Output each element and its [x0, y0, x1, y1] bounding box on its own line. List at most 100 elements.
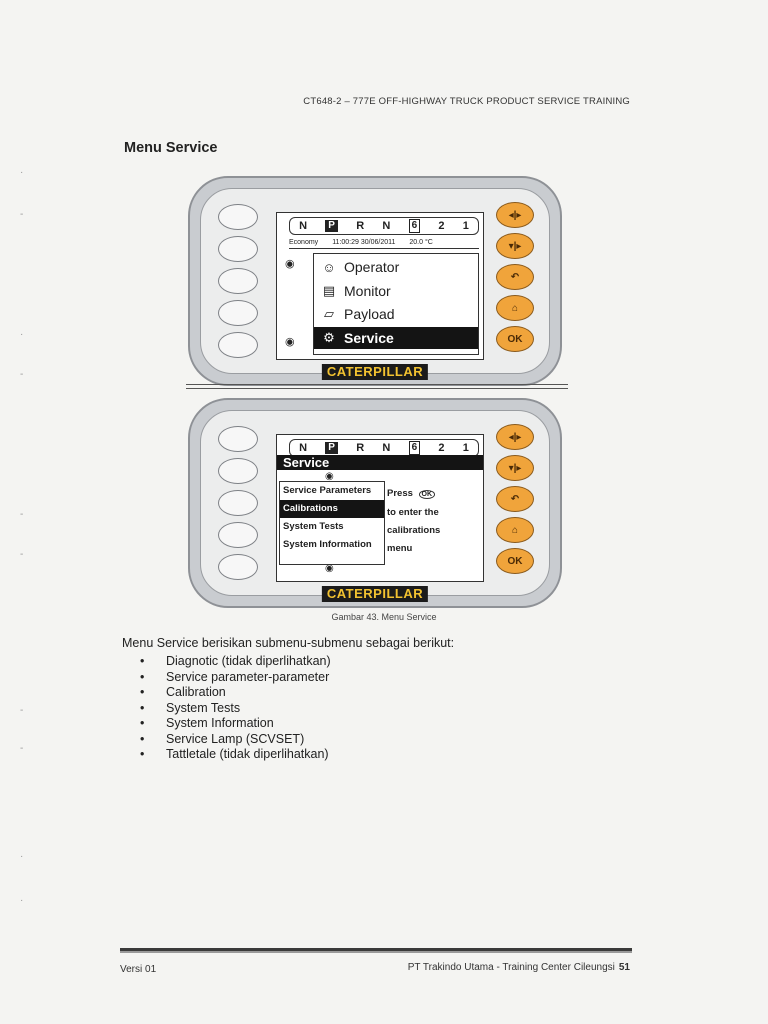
gear-n2: N: [382, 220, 391, 232]
hint-line: to enter the: [387, 507, 439, 518]
soft-button-1[interactable]: [218, 204, 258, 230]
menu-item-label: Service: [344, 330, 394, 346]
gear-1: 1: [462, 442, 469, 454]
left-soft-buttons: [218, 204, 258, 364]
figure-caption: Gambar 43. Menu Service: [331, 612, 437, 622]
hint-line: Press: [387, 488, 413, 499]
gear-r: R: [356, 442, 365, 454]
gear-6: 6: [408, 219, 421, 233]
page-header: CT648-2 – 777E OFF-HIGHWAY TRUCK PRODUCT…: [303, 96, 630, 107]
display-panel-service-menu: ◂|▸ ▾|▸ ↶ ⌂ OK N P R N 6 2 1 Service ◉ S…: [188, 398, 562, 608]
soft-button-2[interactable]: [218, 236, 258, 262]
monitor-icon: ▤: [322, 283, 336, 298]
temperature-label: 20.0 °C: [409, 239, 433, 246]
right-nav-buttons: ◂|▸ ▾|▸ ↶ ⌂ OK: [496, 202, 534, 357]
submenu-item-calibrations[interactable]: Calibrations: [280, 500, 384, 518]
page-number: 51: [618, 962, 630, 973]
gear-2: 2: [438, 442, 445, 454]
gear-n: N: [299, 442, 308, 454]
menu-item-monitor[interactable]: ▤ Monitor: [314, 280, 478, 302]
margin-mark: -: [20, 509, 24, 520]
gear-p: P: [325, 442, 338, 454]
hint-line: menu: [387, 543, 413, 554]
soft-button-2[interactable]: [218, 458, 258, 484]
gear-indicator: N P R N 6 2 1: [289, 217, 479, 235]
main-menu: ☺ Operator ▤ Monitor ▱ Payload ⚙ Service: [313, 253, 479, 355]
submenu-item-service-parameters[interactable]: Service Parameters: [283, 485, 372, 496]
scroll-down-icon: ◉: [325, 563, 334, 574]
list-item: •Diagnotic (tidak diperlihatkan): [140, 654, 331, 668]
list-item: •Calibration: [140, 685, 226, 699]
display-panel-main-menu: ◂|▸ ▾|▸ ↶ ⌂ OK N P R N 6 2 1 Economy 11:…: [188, 176, 562, 386]
footer-rule: [120, 948, 632, 953]
hint-line: calibrations: [387, 525, 441, 536]
lcd-screen: N P R N 6 2 1 Service ◉ Service Paramete…: [276, 434, 484, 582]
menu-item-label: Operator: [344, 259, 400, 275]
gear-r: R: [356, 220, 365, 232]
right-nav-buttons: ◂|▸ ▾|▸ ↶ ⌂ OK: [496, 424, 534, 579]
menu-item-operator[interactable]: ☺ Operator: [314, 256, 478, 278]
margin-mark: -: [20, 549, 24, 560]
menu-item-label: Payload: [344, 306, 395, 322]
menu-item-label: Monitor: [344, 283, 391, 299]
gear-n2: N: [382, 442, 391, 454]
gear-n: N: [299, 220, 308, 232]
service-submenu: Service Parameters Calibrations System T…: [279, 481, 385, 565]
back-button[interactable]: ↶: [496, 486, 534, 512]
figure-divider: [186, 384, 568, 389]
soft-button-3[interactable]: [218, 490, 258, 516]
caterpillar-logo: CATERPILLAR: [321, 364, 429, 380]
intro-paragraph: Menu Service berisikan submenu-submenu s…: [122, 636, 455, 650]
back-button[interactable]: ↶: [496, 264, 534, 290]
margin-mark: -: [20, 369, 24, 380]
eye-icon: ◉: [285, 258, 295, 270]
eye-icon: ◉: [285, 336, 295, 348]
down-right-button[interactable]: ▾|▸: [496, 233, 534, 259]
menu-item-payload[interactable]: ▱ Payload: [314, 303, 478, 325]
lcd-screen: N P R N 6 2 1 Economy 11:00:29 30/06/201…: [276, 212, 484, 360]
margin-mark: ·: [20, 329, 24, 340]
margin-mark: -: [20, 209, 24, 220]
submenu-item-system-information[interactable]: System Information: [283, 539, 372, 550]
margin-mark: -: [20, 705, 24, 716]
help-text: Press OK to enter the calibrations menu: [387, 485, 479, 558]
status-bar: Economy 11:00:29 30/06/2011 20.0 °C: [289, 237, 479, 249]
list-item: •Service Lamp (SCVSET): [140, 731, 305, 746]
list-item: •System Information: [140, 716, 274, 730]
home-button[interactable]: ⌂: [496, 517, 534, 543]
left-right-button[interactable]: ◂|▸: [496, 424, 534, 450]
mode-label: Economy: [289, 239, 319, 246]
soft-button-5[interactable]: [218, 554, 258, 580]
soft-button-1[interactable]: [218, 426, 258, 452]
submenu-bullet-list: •Diagnotic (tidak diperlihatkan) •Servic…: [140, 654, 331, 763]
gear-2: 2: [438, 220, 445, 232]
ok-button[interactable]: OK: [496, 548, 534, 574]
home-button[interactable]: ⌂: [496, 295, 534, 321]
soft-button-3[interactable]: [218, 268, 258, 294]
service-icon: ⚙: [323, 330, 335, 345]
gear-6: 6: [408, 441, 421, 455]
gear-p: P: [325, 220, 338, 232]
margin-mark: ·: [20, 851, 24, 862]
down-right-button[interactable]: ▾|▸: [496, 455, 534, 481]
ok-button[interactable]: OK: [496, 326, 534, 352]
operator-icon: ☺: [322, 259, 336, 275]
ok-key-icon: OK: [418, 490, 436, 499]
screen-title: Service: [277, 455, 483, 470]
margin-mark: ·: [20, 895, 24, 906]
footer-publisher: PT Trakindo Utama - Training Center Cile…: [408, 962, 630, 973]
footer-version: Versi 01: [120, 964, 157, 975]
margin-mark: ·: [20, 167, 24, 178]
menu-item-service[interactable]: ⚙ Service: [314, 327, 478, 349]
caterpillar-logo: CATERPILLAR: [321, 586, 429, 602]
soft-button-4[interactable]: [218, 300, 258, 326]
left-right-button[interactable]: ◂|▸: [496, 202, 534, 228]
submenu-item-system-tests[interactable]: System Tests: [283, 521, 344, 532]
gear-1: 1: [462, 220, 469, 232]
list-item: •System Tests: [140, 700, 241, 715]
soft-button-4[interactable]: [218, 522, 258, 548]
soft-button-5[interactable]: [218, 332, 258, 358]
datetime-label: 11:00:29 30/06/2011: [332, 239, 396, 246]
section-title: Menu Service: [124, 140, 218, 156]
scroll-up-icon: ◉: [325, 471, 334, 482]
